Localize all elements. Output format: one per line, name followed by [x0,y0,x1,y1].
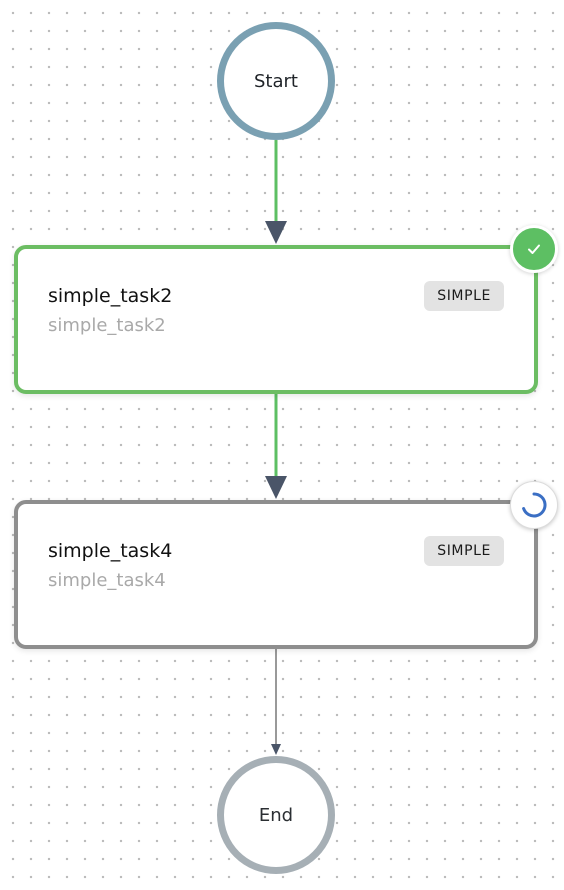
end-node[interactable]: End [217,756,335,874]
task-reference-name: simple_task2 [48,315,166,336]
check-icon [528,244,540,254]
task-card-simple-task2[interactable]: simple_task2 simple_task2 SIMPLE [14,245,538,394]
status-completed-badge [510,225,558,273]
end-node-label: End [258,804,294,826]
task-reference-name: simple_task4 [48,570,166,591]
status-running-badge [510,481,558,529]
spinner-icon [522,492,547,518]
task-card-simple-task4[interactable]: simple_task4 simple_task4 SIMPLE [14,500,538,649]
arrow-down-icon [271,744,281,755]
task-type-badge: SIMPLE [424,536,504,566]
arrow-down-icon [265,476,287,499]
task-type-badge: SIMPLE [424,281,504,311]
arrow-down-icon [265,221,287,244]
start-node[interactable]: Start [217,22,335,140]
task-name: simple_task2 [48,285,173,307]
task-name: simple_task4 [48,540,173,562]
start-node-label: Start [254,70,298,92]
